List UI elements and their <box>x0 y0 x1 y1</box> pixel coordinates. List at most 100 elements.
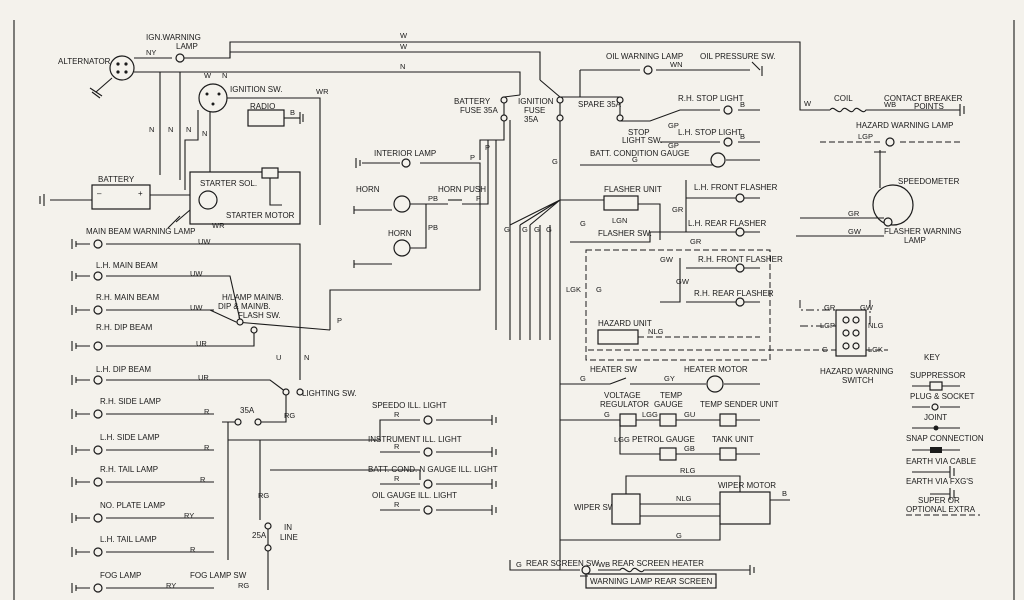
svg-text:G: G <box>522 225 528 234</box>
svg-text:N: N <box>186 125 191 134</box>
lh-tail-lamp-label: L.H. TAIL LAMP <box>100 535 157 544</box>
battery-label: BATTERY <box>98 175 135 184</box>
starter-sol-label: STARTER SOL. <box>200 179 257 188</box>
lamp-row <box>71 239 214 249</box>
batt-gauge-label: BATT. CONDITION GAUGE <box>590 149 689 158</box>
svg-text:B: B <box>782 489 787 498</box>
ill-rows <box>380 415 497 515</box>
svg-text:FLASHER WARNING: FLASHER WARNING <box>884 227 962 236</box>
radio-label: RADIO <box>250 102 275 111</box>
lh-main-beam-label: L.H. MAIN BEAM <box>96 261 158 270</box>
svg-text:NLG: NLG <box>648 327 664 336</box>
svg-text:PLUG & SOCKET: PLUG & SOCKET <box>910 392 975 401</box>
svg-text:LGG: LGG <box>642 410 658 419</box>
svg-text:+: + <box>138 189 143 198</box>
svg-text:G: G <box>516 560 522 569</box>
rh-tail-lamp-label: R.H. TAIL LAMP <box>100 465 158 474</box>
svg-text:GR: GR <box>848 209 860 218</box>
svg-text:G: G <box>596 285 602 294</box>
horn-push-label: HORN PUSH <box>438 185 486 194</box>
lh-front-flasher-label: L.H. FRONT FLASHER <box>694 183 778 192</box>
svg-text:GP: GP <box>668 121 679 130</box>
svg-text:LINE: LINE <box>280 533 298 542</box>
svg-text:OPTIONAL EXTRA: OPTIONAL EXTRA <box>906 505 976 514</box>
svg-text:UW: UW <box>190 303 203 312</box>
interior-lamp-label: INTERIOR LAMP <box>374 149 436 158</box>
petrol-gauge-label: PETROL GAUGE <box>632 435 695 444</box>
svg-text:JOINT: JOINT <box>924 413 947 422</box>
lamp-row <box>71 583 214 593</box>
starter-motor-label: STARTER MOTOR <box>226 211 295 220</box>
svg-text:GR: GR <box>824 303 836 312</box>
flasher-sw-label: FLASHER SW. <box>598 229 652 238</box>
heater-sw-label: HEATER SW <box>590 365 637 374</box>
svg-text:R: R <box>204 407 210 416</box>
lamp-row <box>71 477 214 487</box>
lh-dip-beam-label: L.H. DIP BEAM <box>96 365 151 374</box>
svg-text:B: B <box>740 100 745 109</box>
rh-dip-beam-label: R.H. DIP BEAM <box>96 323 153 332</box>
svg-text:B: B <box>290 108 295 117</box>
svg-text:HAZARD WARNING: HAZARD WARNING <box>820 367 893 376</box>
lamp-row <box>71 305 214 315</box>
legend-key: KEY SUPPRESSOR PLUG & SOCKET JOINT SNAP … <box>906 353 984 516</box>
hazard-unit-box <box>597 329 639 345</box>
rear-screen-heater-label: REAR SCREEN HEATER <box>612 559 704 568</box>
horn2-symbol <box>393 239 411 257</box>
wiper-motor-box <box>719 491 771 525</box>
hazard-warning-lamp-label: HAZARD WARNING LAMP <box>856 121 954 130</box>
bulb-icon <box>93 375 103 385</box>
lamp-row <box>71 445 214 455</box>
rh-front-flasher-label: R.H. FRONT FLASHER <box>698 255 783 264</box>
svg-text:G: G <box>604 410 610 419</box>
svg-text:G: G <box>632 155 638 164</box>
ign-warning-label: IGN.WARNING <box>146 33 201 42</box>
svg-text:CONTACT BREAKER: CONTACT BREAKER <box>884 94 963 103</box>
ignition-sw-label: IGNITION SW. <box>230 85 282 94</box>
ign-warning-lamp-label: LAMP <box>176 42 198 51</box>
svg-text:SWITCH: SWITCH <box>842 376 874 385</box>
svg-text:G: G <box>534 225 540 234</box>
rh-stop-label: R.H. STOP LIGHT <box>678 94 744 103</box>
svg-text:IN: IN <box>284 523 292 532</box>
svg-text:W: W <box>400 42 408 51</box>
svg-text:BATTERY: BATTERY <box>454 97 491 106</box>
svg-text:UW: UW <box>198 237 211 246</box>
horn2-label: HORN <box>388 229 412 238</box>
svg-text:FLASH SW.: FLASH SW. <box>238 311 281 320</box>
bulb-icon <box>93 239 103 249</box>
svg-text:25A: 25A <box>252 531 267 540</box>
oil-pressure-sw-label: OIL PRESSURE SW. <box>700 52 776 61</box>
svg-text:LGG: LGG <box>614 435 630 444</box>
rh-main-beam-label: R.H. MAIN BEAM <box>96 293 159 302</box>
svg-text:LGP: LGP <box>858 132 873 141</box>
svg-text:G: G <box>546 225 552 234</box>
svg-text:H/LAMP MAIN/B.: H/LAMP MAIN/B. <box>222 293 284 302</box>
svg-text:WN: WN <box>670 60 683 69</box>
rear-screen-sw-label: REAR SCREEN SW <box>526 559 599 568</box>
lh-side-lamp-label: L.H. SIDE LAMP <box>100 433 160 442</box>
ill-row <box>380 479 497 489</box>
alternator-symbol <box>109 55 135 81</box>
radio-box <box>247 109 285 127</box>
svg-text:W: W <box>204 71 212 80</box>
svg-text:G: G <box>504 225 510 234</box>
svg-text:WR: WR <box>316 87 329 96</box>
wiper-sw-label: WIPER SW. <box>574 503 617 512</box>
svg-text:N: N <box>202 129 207 138</box>
key-title: KEY <box>924 353 941 362</box>
svg-text:W: W <box>400 31 408 40</box>
svg-text:–: – <box>97 189 102 198</box>
svg-text:RG: RG <box>258 491 269 500</box>
tank-unit-label: TANK UNIT <box>712 435 754 444</box>
svg-text:35A: 35A <box>524 115 539 124</box>
svg-text:R: R <box>394 500 400 509</box>
svg-text:WB: WB <box>884 100 896 109</box>
fog-lamp-sw-label: FOG LAMP SW <box>190 571 247 580</box>
svg-text:PB: PB <box>428 223 438 232</box>
svg-text:WB: WB <box>598 560 610 569</box>
svg-text:NLG: NLG <box>868 321 884 330</box>
svg-text:FUSE 35A: FUSE 35A <box>460 106 498 115</box>
wiper-sw-box <box>611 493 641 525</box>
alternator-group: ALTERNATOR <box>58 55 135 99</box>
